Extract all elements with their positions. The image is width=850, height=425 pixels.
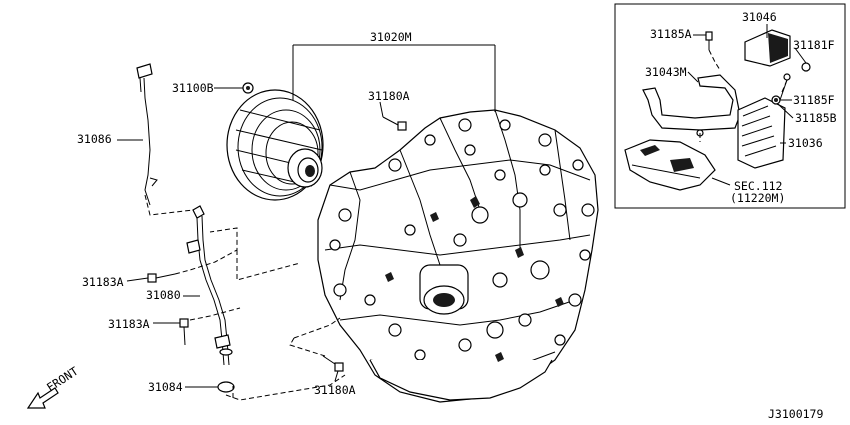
- o-ring-31084: [217, 381, 235, 393]
- front-label: FRONT: [44, 364, 81, 395]
- dipstick-31086: [136, 63, 158, 206]
- label-31020m: 31020M: [370, 30, 412, 44]
- label-31180a-top: 31180A: [368, 89, 410, 103]
- label-31183a-upper: 31183A: [82, 275, 124, 289]
- torque-converter: [226, 89, 324, 201]
- label-31185b: 31185B: [795, 111, 837, 125]
- label-31185f: 31185F: [793, 93, 835, 107]
- label-31084: 31084: [148, 380, 183, 394]
- drain-plug-31100b: [242, 82, 254, 94]
- label-31036: 31036: [788, 136, 823, 150]
- diagram-id: J3100179: [768, 407, 823, 421]
- label-31043m: 31043M: [645, 65, 687, 79]
- transmission-case: [317, 109, 599, 403]
- label-31046: 31046: [742, 10, 777, 24]
- label-31100b: 31100B: [172, 81, 214, 95]
- inset-frame: [614, 3, 846, 209]
- leader-lines: [117, 24, 807, 388]
- label-31185a: 31185A: [650, 27, 692, 41]
- assembly-lines: [144, 194, 346, 401]
- label-31180a-bottom: 31180A: [314, 383, 356, 397]
- label-sec-112-sub: (11220M): [730, 191, 785, 205]
- bolt-31183a-lower: [179, 318, 189, 346]
- bolt-31183a-upper: [147, 273, 176, 283]
- bolt-31180a-upper: [382, 116, 407, 131]
- label-31080: 31080: [146, 288, 181, 302]
- charging-pipe-31080: [186, 205, 233, 366]
- label-31183a-lower: 31183A: [108, 317, 150, 331]
- label-sec-112: SEC.112: [734, 179, 782, 193]
- bolt-31180a-lower: [322, 355, 344, 372]
- inset-components: [624, 29, 811, 191]
- front-arrow-icon: [26, 387, 59, 409]
- label-31086: 31086: [77, 132, 112, 146]
- label-31181f: 31181F: [793, 38, 835, 52]
